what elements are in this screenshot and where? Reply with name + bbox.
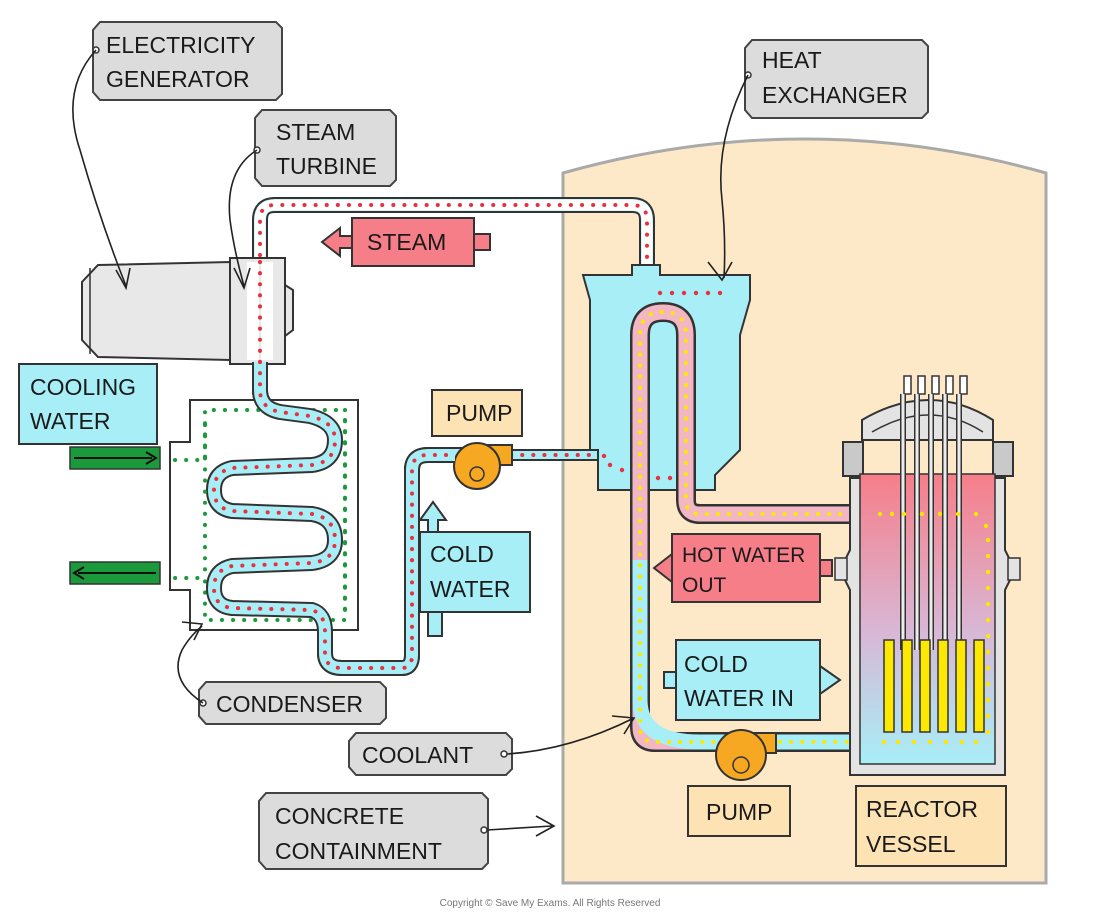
cold-water-in-line2: WATER IN — [684, 685, 794, 711]
concrete-containment-line2: CONTAINMENT — [275, 838, 442, 864]
electricity-generator-tag: ELECTRICITY GENERATOR — [72, 21, 283, 291]
heat-exchanger-tag: HEAT EXCHANGER — [707, 39, 929, 282]
electricity-generator-line1: ELECTRICITY — [106, 32, 256, 58]
concrete-containment-line1: CONCRETE — [275, 803, 404, 829]
electricity-generator-line2: GENERATOR — [106, 66, 250, 92]
condenser-tag: CONDENSER — [177, 621, 387, 725]
feedwater-pump — [453, 442, 513, 490]
svg-text:CONDENSER: CONDENSER — [216, 691, 363, 717]
svg-text:PUMP: PUMP — [446, 400, 512, 426]
pump-top-label: PUMP — [431, 389, 523, 437]
hot-water-out-line1: HOT WATER — [682, 544, 805, 567]
svg-text:STEAM: STEAM — [367, 229, 446, 255]
heat-exchanger — [581, 264, 751, 491]
fuel-rods — [883, 639, 985, 733]
steam-turbine-tag: STEAM TURBINE — [228, 109, 397, 291]
coolant-tag: COOLANT — [348, 715, 636, 776]
coolant-pump — [715, 729, 777, 781]
hot-water-out-line2: OUT — [682, 574, 727, 597]
cold-water-line1: COLD — [430, 541, 494, 567]
cold-water-line2: WATER — [430, 576, 511, 602]
hot-water-out-label: HOT WATER OUT — [652, 533, 833, 603]
steam-label: STEAM — [320, 217, 491, 267]
copyright-text: Copyright © Save My Exams. All Rights Re… — [440, 898, 661, 909]
pump-bottom-label: PUMP — [687, 785, 791, 837]
svg-text:PUMP: PUMP — [706, 799, 772, 825]
cold-water-in-line1: COLD — [684, 651, 748, 677]
cooling-water-label: COOLING WATER — [18, 363, 158, 445]
heat-exchanger-line1: HEAT — [762, 47, 822, 73]
reactor-vessel-line2: VESSEL — [866, 831, 956, 857]
reactor-vessel-label: REACTOR VESSEL — [855, 785, 1007, 867]
electricity-generator — [81, 260, 231, 362]
condenser-coil — [203, 360, 457, 676]
steam-turbine-line1: STEAM — [276, 119, 355, 145]
concrete-containment-tag: CONCRETE CONTAINMENT — [258, 792, 556, 870]
steam-turbine-line2: TURBINE — [276, 153, 377, 179]
reactor-vessel — [834, 375, 1021, 776]
heat-exchanger-line2: EXCHANGER — [762, 82, 908, 108]
cold-water-in-label: COLD WATER IN — [663, 639, 842, 721]
cooling-water-line2: WATER — [30, 408, 111, 434]
svg-text:COOLANT: COOLANT — [362, 742, 473, 768]
steam-turbine — [229, 257, 294, 365]
reactor-vessel-line1: REACTOR — [866, 796, 978, 822]
cold-water-label: COLD WATER — [418, 500, 531, 637]
cooling-water-line1: COOLING — [30, 374, 136, 400]
